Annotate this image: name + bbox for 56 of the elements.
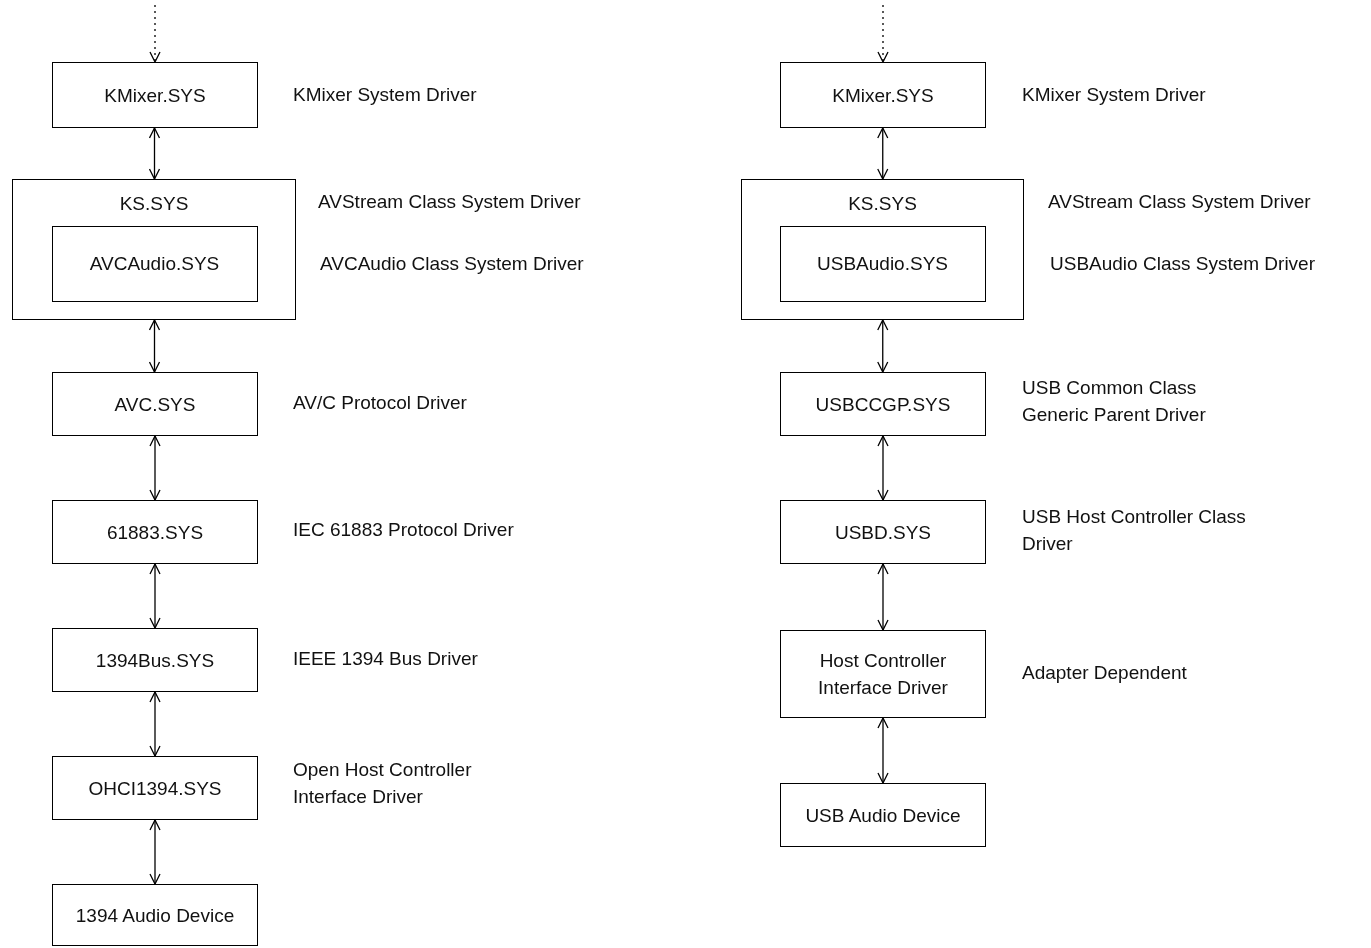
driver-description: KMixer System Driver	[293, 83, 477, 107]
driver-box	[51, 225, 258, 302]
group-title: KS.SYS	[119, 192, 189, 216]
box-label: Host Controller Interface Driver	[817, 649, 949, 700]
arrow	[877, 319, 889, 373]
driver-description: Open Host Controller Interface Driver	[293, 758, 473, 809]
box-label: AVC.SYS	[114, 392, 196, 417]
driver-description: AVStream Class System Driver	[1048, 190, 1311, 214]
box-label: USB Audio Device	[805, 803, 961, 828]
arrow	[877, 127, 889, 180]
arrow	[148, 127, 161, 180]
driver-box	[779, 225, 986, 302]
arrow	[877, 563, 889, 631]
driver-description: Adapter Dependent	[1022, 661, 1187, 685]
driver-box	[780, 783, 986, 847]
group-title: KS.SYS	[848, 192, 917, 216]
box-label: USBAudio.SYS	[817, 252, 948, 276]
arrow	[149, 691, 161, 757]
box-label: 1394Bus.SYS	[95, 648, 215, 673]
driver-description: IEC 61883 Protocol Driver	[293, 518, 514, 542]
arrow	[148, 319, 161, 373]
box-label: USBD.SYS	[834, 520, 932, 545]
driver-description: USB Host Controller Class Driver	[1022, 505, 1247, 556]
box-label: AVCAudio.SYS	[89, 252, 220, 276]
group-box	[12, 179, 296, 320]
driver-box	[780, 372, 986, 436]
arrow	[149, 563, 161, 629]
arrow	[149, 819, 161, 885]
arrow	[877, 4, 889, 63]
box-label: USBCCGP.SYS	[815, 392, 951, 417]
driver-box	[780, 500, 986, 564]
arrow	[149, 435, 161, 501]
arrow	[149, 4, 161, 63]
driver-box	[780, 630, 986, 718]
driver-description: IEEE 1394 Bus Driver	[293, 647, 478, 671]
box-label: KMixer.SYS	[104, 83, 206, 108]
driver-box	[52, 500, 258, 564]
driver-description: USB Common Class Generic Parent Driver	[1022, 376, 1207, 427]
group-box	[741, 179, 1024, 320]
driver-box	[52, 372, 258, 436]
driver-box	[780, 62, 986, 128]
driver-description: AV/C Protocol Driver	[293, 391, 467, 415]
driver-box	[52, 756, 258, 820]
arrow	[877, 435, 889, 501]
driver-description: KMixer System Driver	[1022, 83, 1206, 107]
box-label: OHCI1394.SYS	[88, 776, 222, 801]
arrow	[877, 717, 889, 784]
driver-description: USBAudio Class System Driver	[1050, 252, 1316, 276]
driver-box	[52, 884, 258, 946]
driver-description: AVStream Class System Driver	[318, 190, 581, 214]
driver-box	[52, 628, 258, 692]
box-label: KMixer.SYS	[832, 83, 934, 108]
driver-box	[52, 62, 258, 128]
box-label: 61883.SYS	[106, 520, 204, 545]
box-label: 1394 Audio Device	[75, 903, 235, 928]
driver-description: AVCAudio Class System Driver	[320, 252, 584, 276]
